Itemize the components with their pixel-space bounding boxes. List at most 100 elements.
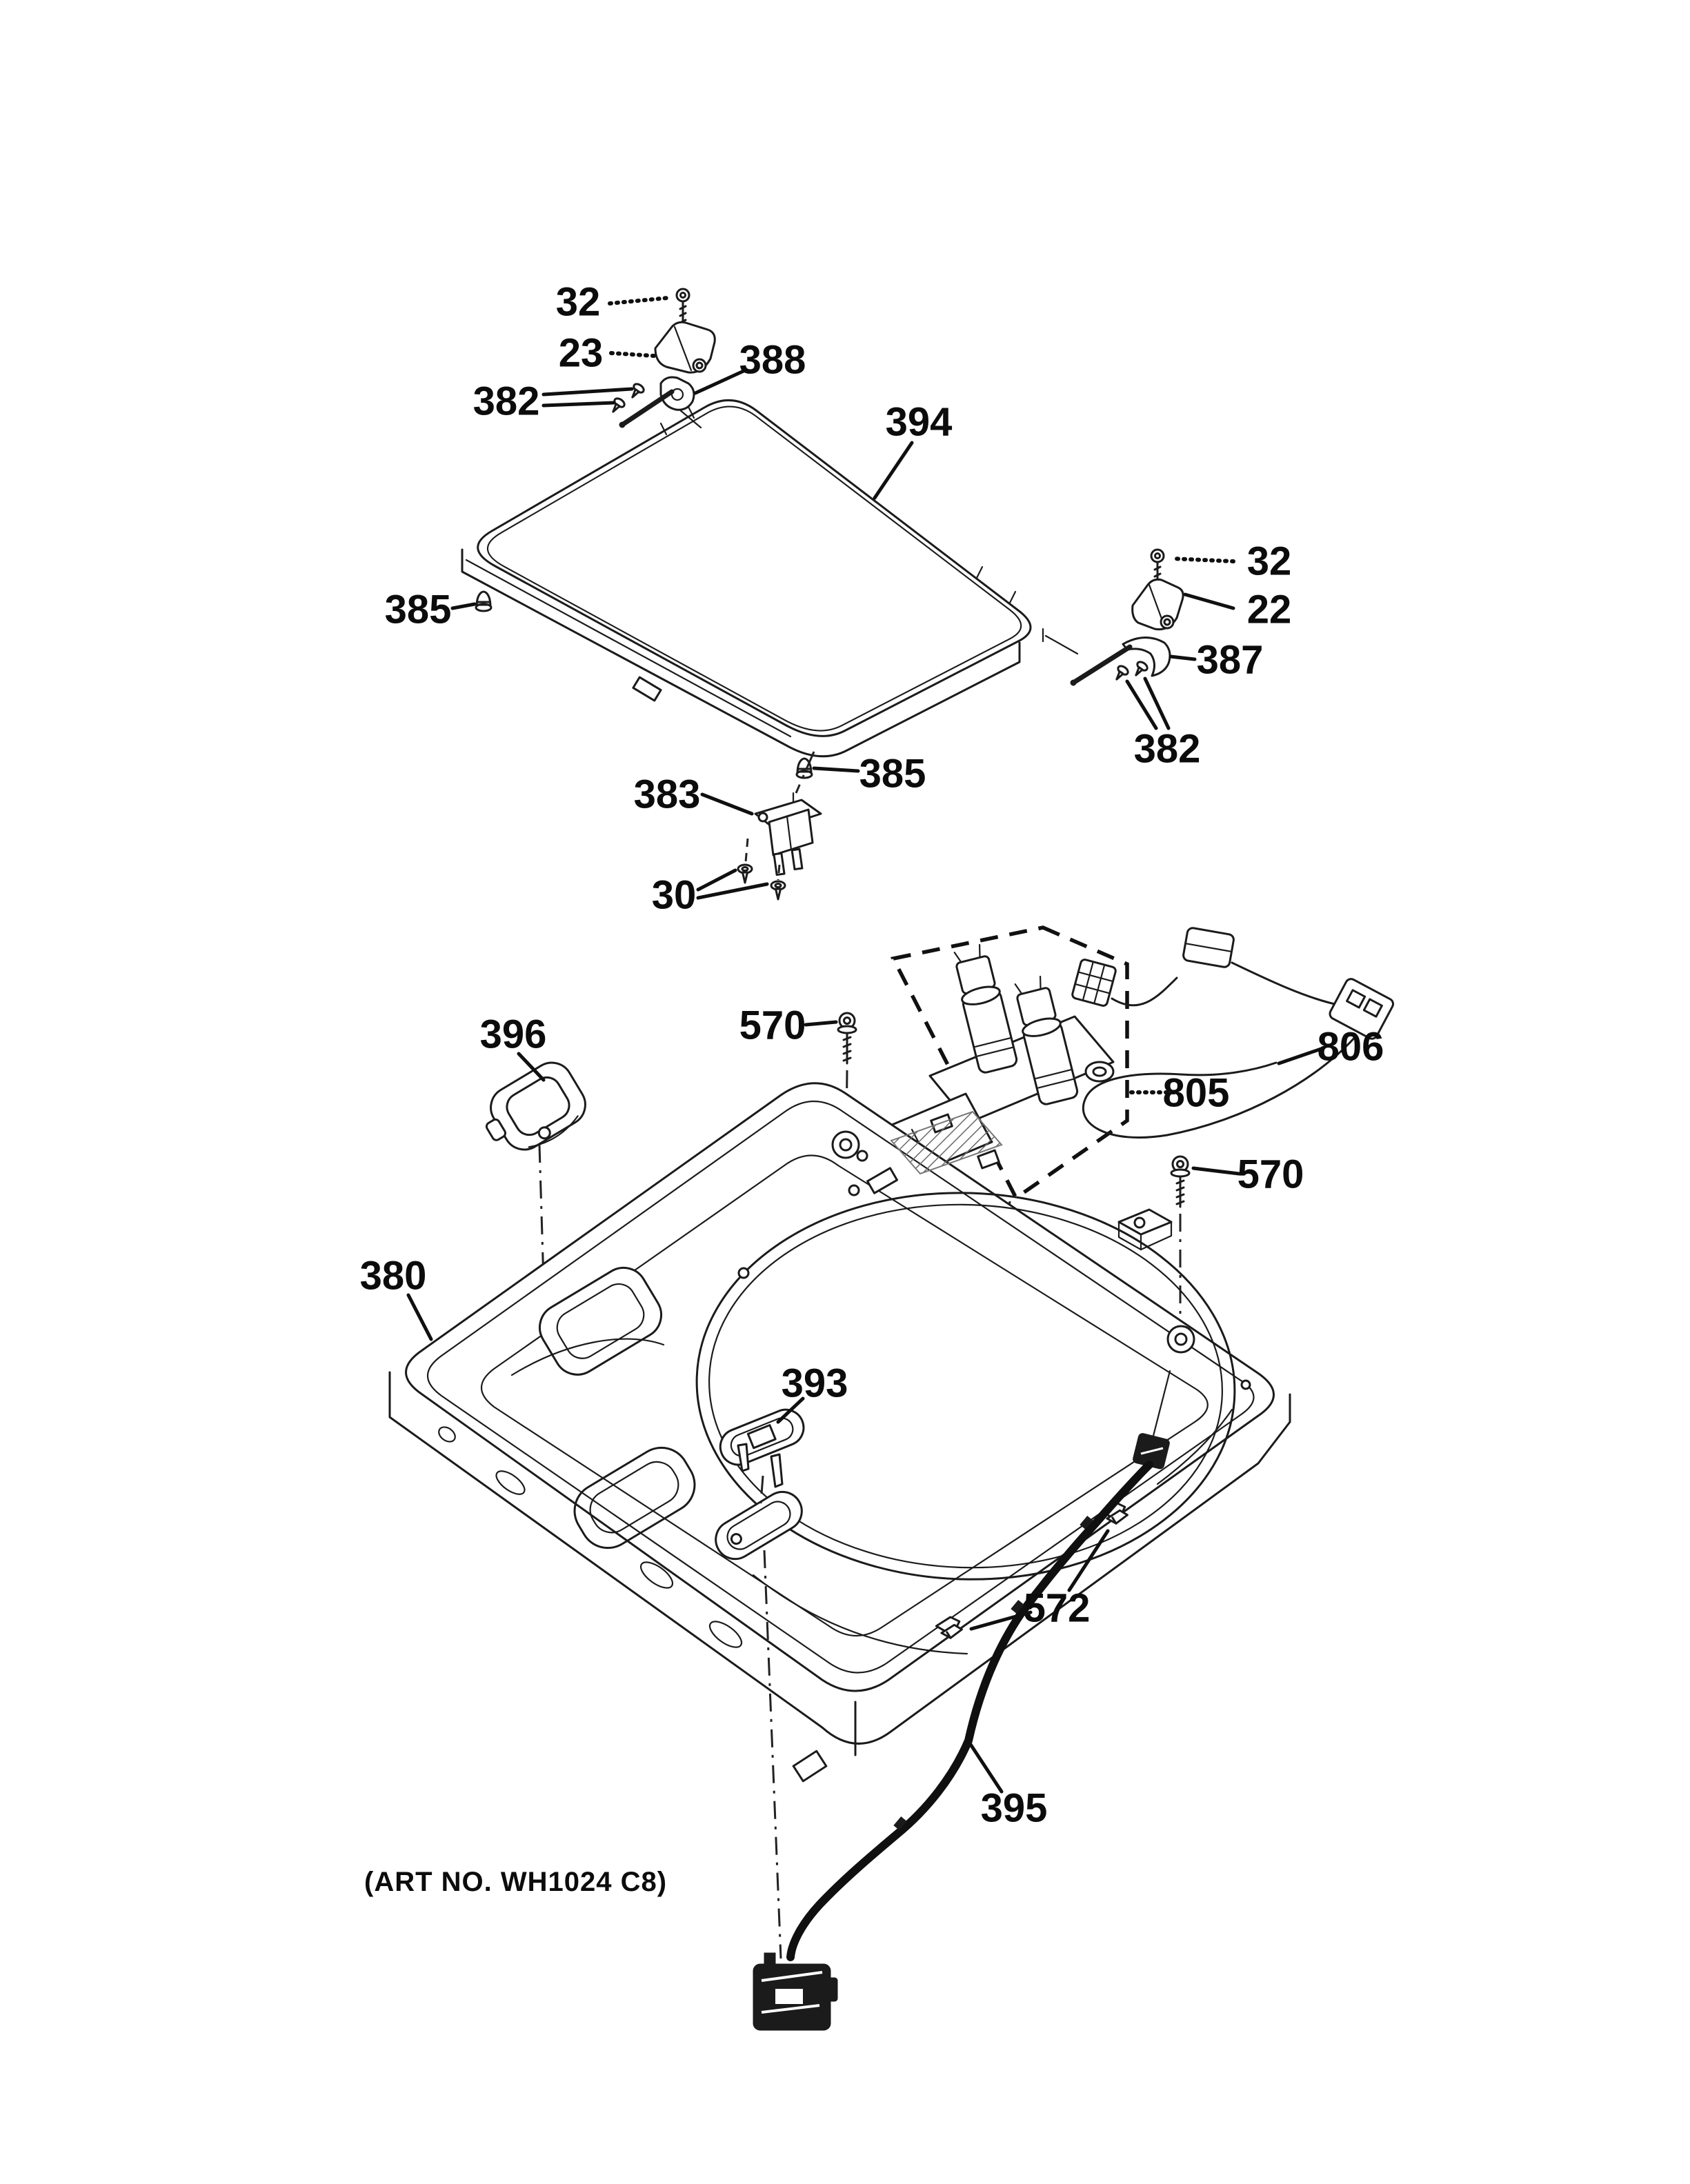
latch-383-assembly xyxy=(737,751,822,901)
latch-prong xyxy=(773,852,786,876)
leader-387 xyxy=(1169,654,1197,661)
harness-wire-loop xyxy=(1082,1034,1358,1139)
switch-axis-long xyxy=(763,1550,782,1959)
skirt-slot xyxy=(708,1621,743,1648)
callout-395: 395 xyxy=(981,1786,1048,1831)
leader-394 xyxy=(873,441,914,500)
hinge-23-barrel-hole xyxy=(695,361,704,370)
screw-axis xyxy=(744,838,749,863)
console-bracket-pad xyxy=(890,1110,1003,1175)
leader-382-left-b xyxy=(541,401,616,408)
skirt-slot xyxy=(639,1561,674,1589)
art-number: (ART NO. WH1024 C8) xyxy=(364,1867,667,1897)
lid-switch-393 xyxy=(719,1408,805,1959)
top-panel-380 xyxy=(388,1082,1291,1783)
cable-clip-stub xyxy=(893,1816,907,1831)
lid-394 xyxy=(461,399,1044,758)
screw-382-left-b xyxy=(607,395,627,417)
valve-tab xyxy=(977,1149,1000,1170)
hinge-pin-end xyxy=(619,421,626,428)
lid-hinge-notch xyxy=(659,422,668,436)
mount-tab xyxy=(792,1750,828,1783)
screw-30-a xyxy=(737,863,753,884)
deck-contour xyxy=(1156,1408,1233,1485)
assembly-axis xyxy=(795,751,815,794)
cable-clip-stub xyxy=(1080,1515,1093,1530)
harness-lead xyxy=(1152,1370,1171,1437)
panel-hole xyxy=(848,1184,860,1196)
harness-wire xyxy=(1111,976,1178,1007)
leader-382-right-a xyxy=(1125,679,1158,730)
callout-806: 806 xyxy=(1318,1025,1384,1070)
tub-opening-outer xyxy=(695,1192,1236,1581)
harness-connector-3 xyxy=(1329,978,1395,1040)
callout-570-left: 570 xyxy=(739,1003,806,1048)
switch-recess xyxy=(715,1490,803,1561)
cable-clip-stub xyxy=(1011,1599,1024,1614)
callout-32-left: 32 xyxy=(556,280,601,325)
leader-lines xyxy=(406,296,1325,1794)
callout-570-right: 570 xyxy=(1237,1152,1304,1197)
leader-382-left-a xyxy=(541,387,634,397)
leader-570-right xyxy=(1191,1166,1241,1176)
leader-30-b xyxy=(696,882,769,900)
lid-skirt-inner-line xyxy=(465,559,792,738)
deck-contour xyxy=(752,1574,968,1655)
leader-22 xyxy=(1183,592,1235,610)
leader-572-b xyxy=(969,1610,1033,1631)
hinge-22 xyxy=(1131,578,1184,631)
lid-hinge-notch xyxy=(1008,590,1017,604)
latch-body-detail xyxy=(786,815,793,851)
screw-570-left xyxy=(837,1012,857,1065)
panel-slot xyxy=(866,1167,898,1194)
hinge-pin-right xyxy=(1071,644,1133,685)
leader-572-a xyxy=(1067,1529,1110,1592)
valve-inlet-hole xyxy=(1092,1066,1107,1077)
panel-skirt xyxy=(388,1371,1291,1745)
valve-solenoid-1 xyxy=(953,943,1018,1074)
latch-plate-hole xyxy=(757,812,768,823)
callout-385-left: 385 xyxy=(385,588,452,632)
callout-labels: 32 23 388 382 394 32 22 387 382 385 385 … xyxy=(360,280,1384,1831)
screw-grommet-left xyxy=(831,1130,860,1159)
lid-skirt-edge xyxy=(461,548,1021,758)
leader-388 xyxy=(693,369,746,395)
panel-hole xyxy=(737,1267,750,1279)
mount-line xyxy=(678,408,702,429)
harness-395 xyxy=(753,1370,1171,2031)
callout-396: 396 xyxy=(480,1012,547,1057)
harness-connector-1 xyxy=(1071,959,1117,1007)
cable-395 xyxy=(786,1461,1153,1961)
screw-30-b xyxy=(770,880,786,901)
bumper-385-left xyxy=(475,590,493,612)
hinge-23-detail xyxy=(673,325,693,372)
tub-opening-inner xyxy=(708,1203,1223,1569)
valve-solenoid-2 xyxy=(1014,975,1079,1105)
callout-805: 805 xyxy=(1163,1071,1230,1116)
leader-570-left xyxy=(804,1020,838,1027)
callout-385-right: 385 xyxy=(859,752,926,797)
hinge-pin-end xyxy=(1070,679,1077,686)
left-hinge-cluster xyxy=(607,288,716,429)
valve-dashed-box xyxy=(890,925,1129,1201)
panel-deck-recess xyxy=(481,1154,1209,1637)
skirt-slot xyxy=(495,1470,526,1495)
screw-382-left-a xyxy=(626,381,646,402)
callout-22: 22 xyxy=(1247,588,1292,632)
callout-380: 380 xyxy=(360,1254,427,1299)
screw-32-left xyxy=(675,288,690,325)
leader-396 xyxy=(517,1052,546,1082)
leader-806 xyxy=(1277,1046,1325,1065)
right-hinge-cluster xyxy=(1044,548,1184,686)
connector-detail xyxy=(1140,1447,1164,1455)
screw-570-right xyxy=(1170,1155,1191,1208)
skirt-hole xyxy=(438,1426,456,1443)
screw-grommet-right xyxy=(1166,1325,1195,1354)
leader-380 xyxy=(406,1293,433,1341)
latch-prong xyxy=(791,848,804,871)
screw-axis xyxy=(777,864,781,881)
mount-line xyxy=(1044,634,1079,655)
leader-382-right-b xyxy=(1143,677,1171,730)
